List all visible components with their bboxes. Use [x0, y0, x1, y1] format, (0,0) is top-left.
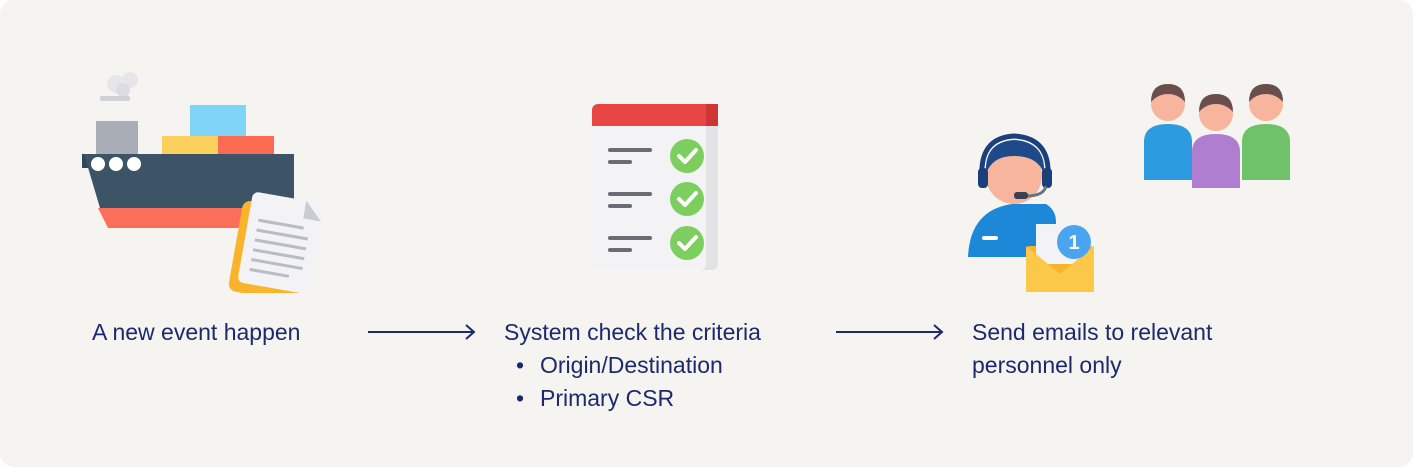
cargo-ship-icon [82, 72, 324, 293]
arrow-right-icon [368, 324, 476, 340]
criteria-list: Origin/Destination Primary CSR [504, 349, 723, 415]
smoke-icon [100, 72, 138, 101]
people-group-icon [1144, 84, 1290, 188]
chimney [96, 121, 138, 157]
porthole [127, 157, 141, 171]
porthole [91, 157, 105, 171]
notification-badge: 1 [1057, 225, 1091, 259]
check-item [608, 182, 704, 216]
step-3-label-line: personnel only [972, 352, 1122, 378]
step-1-label: A new event happen [92, 319, 301, 345]
step-3-label: Send emails to relevant personnel only [972, 316, 1212, 382]
container-blue [190, 105, 246, 137]
criteria-item: Primary CSR [504, 382, 723, 415]
document-stack-icon [228, 192, 324, 293]
check-item [608, 226, 704, 260]
step-3-label-line: Send emails to relevant [972, 319, 1213, 345]
support-agent-icon: 1 [968, 133, 1094, 292]
checklist-icon [592, 104, 718, 270]
criteria-item: Origin/Destination [504, 349, 723, 382]
check-item [608, 139, 704, 173]
step-2-label: System check the criteria [504, 319, 761, 345]
badge-count: 1 [1068, 232, 1079, 254]
arrow-right-icon [836, 324, 944, 340]
porthole [109, 157, 123, 171]
